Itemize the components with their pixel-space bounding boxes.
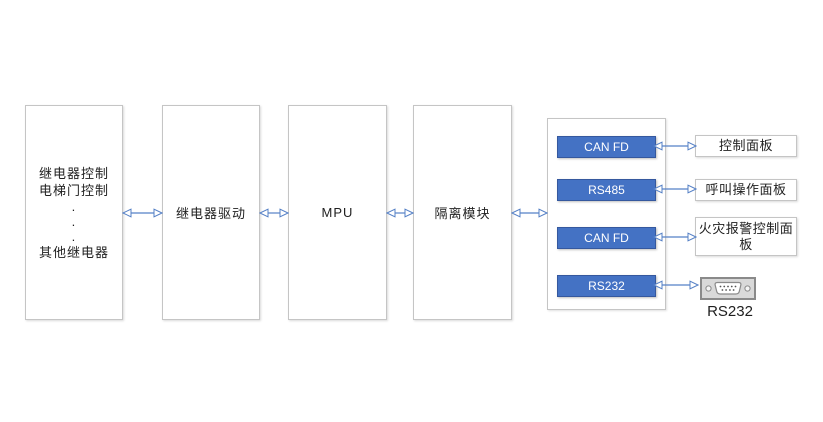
- call-operation-panel-label: 呼叫操作面板: [705, 182, 787, 197]
- port-canfd-1: CAN FD: [557, 136, 656, 158]
- db9-pins: [719, 285, 737, 291]
- port-rs485: RS485: [557, 179, 656, 201]
- port-rs485-label: RS485: [588, 183, 625, 197]
- call-operation-panel-box: 呼叫操作面板: [695, 179, 797, 201]
- fire-alarm-panel-box: 火灾报警控制面板: [695, 217, 797, 256]
- ellipsis-dot: .: [71, 213, 77, 229]
- relay-group-box: 继电器控制 电梯门控制 . . . 其他继电器: [25, 105, 123, 320]
- bidirectional-arrow: [653, 232, 697, 242]
- relay-control-label: 继电器控制: [38, 165, 109, 181]
- elevator-door-control-label: 电梯门控制: [38, 182, 109, 198]
- isolation-module-box: 隔离模块: [413, 105, 512, 320]
- port-canfd-2-label: CAN FD: [584, 231, 629, 245]
- bidirectional-arrow: [653, 141, 697, 151]
- port-rs232: RS232: [557, 275, 656, 297]
- bidirectional-arrow: [653, 184, 697, 194]
- other-relays-label: 其他继电器: [38, 244, 109, 260]
- db9-serial-connector-icon: [700, 277, 756, 300]
- bidirectional-arrow: [122, 208, 163, 218]
- relay-driver-label: 继电器驱动: [175, 206, 246, 221]
- bidirectional-arrow: [653, 280, 699, 290]
- bidirectional-arrow: [511, 208, 548, 218]
- ellipsis-dot: .: [71, 228, 77, 244]
- port-rs232-label: RS232: [588, 279, 625, 293]
- rs232-connector-label: RS232: [707, 303, 753, 320]
- control-panel-box: 控制面板: [695, 135, 797, 157]
- isolation-module-label: 隔离模块: [434, 206, 491, 221]
- bidirectional-arrow: [259, 208, 289, 218]
- port-canfd-2: CAN FD: [557, 227, 656, 249]
- control-panel-label: 控制面板: [718, 138, 773, 153]
- relay-driver-box: 继电器驱动: [162, 105, 260, 320]
- relay-group-text: 继电器控制 电梯门控制 . . . 其他继电器: [39, 165, 109, 261]
- mpu-label: MPU: [321, 205, 354, 220]
- mpu-box: MPU: [288, 105, 387, 320]
- ellipsis-dot: .: [71, 198, 77, 214]
- bidirectional-arrow: [386, 208, 414, 218]
- port-canfd-1-label: CAN FD: [584, 140, 629, 154]
- fire-alarm-panel-label: 火灾报警控制面板: [698, 220, 794, 252]
